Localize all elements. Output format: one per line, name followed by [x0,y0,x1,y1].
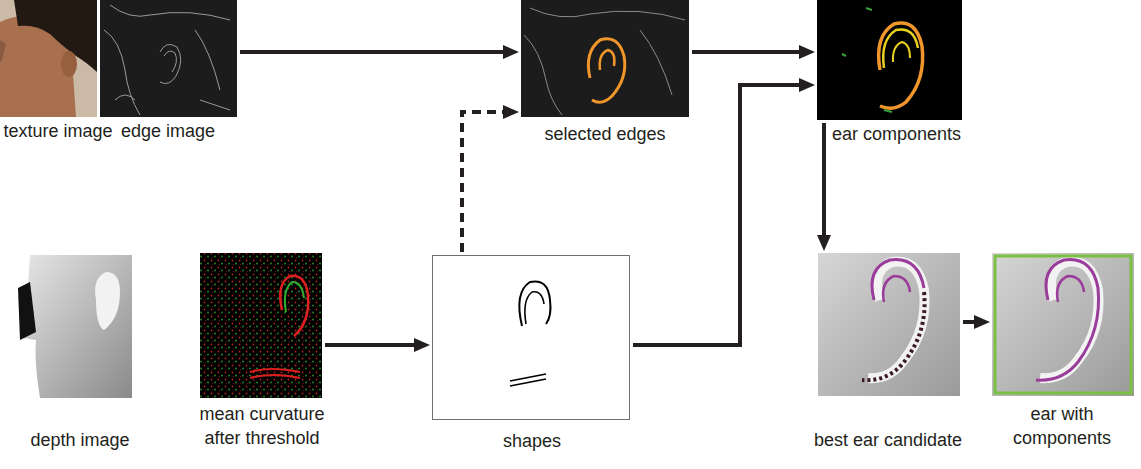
flow-arrow [462,105,519,252]
photo-ear [61,51,77,77]
curvature-ground [200,253,322,398]
arrow-head [817,235,831,251]
curvature-ear [285,282,304,312]
arrow-head [503,45,519,59]
result-ground [992,253,1134,396]
texture-photo [0,0,97,117]
panel-caption: depth image [30,428,129,452]
flow-arrow [240,45,519,59]
component-mark [842,8,892,112]
texture-panel: texture image [0,0,97,117]
ear-with-components-picture [992,253,1134,396]
candidate-ground [818,253,960,396]
edge-ground [100,0,237,117]
flow-arrow [325,338,430,352]
panel-caption: ear with components [994,402,1130,450]
shapes-picture [432,255,630,420]
component-curve [893,42,910,62]
flow-arrow [963,315,990,329]
component-curve [879,23,923,108]
curvature-picture [200,253,322,398]
depth-head [18,255,132,398]
edge-line [115,30,230,110]
curvature-ear [280,276,308,336]
arrow-head [799,78,815,92]
component-curve [883,29,918,68]
best-candidate-picture [818,253,960,396]
result-ear [1040,262,1099,379]
panel-caption: selected edges [544,122,665,146]
result-panel: ear with components [992,253,1134,396]
shape-curve [519,281,550,326]
depth-nose [18,282,36,340]
curvature-speckle [200,253,322,398]
flow-arrow [817,123,831,251]
photo-hair [14,0,97,72]
connector-line [822,123,826,237]
connector-line [462,112,505,252]
candidate-curve [872,260,924,300]
arrow-head [503,105,519,119]
depth-picture [18,255,132,398]
arrow-head [799,45,815,59]
flow-arrow [633,78,815,345]
edge-panel: edge image [100,0,237,117]
candidate-ear [868,262,925,379]
candidate-curve [883,276,910,302]
panel-caption: ear components [832,122,961,146]
edge-ear [164,51,176,72]
selected-panel: selected edges [521,0,689,117]
components-picture [817,0,962,120]
shapes-ground [432,255,630,420]
photo-nose [0,40,6,62]
components-panel: ear components [817,0,962,120]
edge-line [104,30,140,115]
connector-line [240,50,505,54]
curvature-line [250,369,300,378]
edge-ear [160,44,181,83]
selected-ground [521,0,689,117]
arrow-head [974,315,990,329]
edge-line [524,8,685,115]
candidate-panel: best ear candidate [818,253,960,396]
curvature-panel: mean curvature after threshold [200,253,322,398]
shapes-panel: shapes [432,255,630,420]
connector-line [692,50,801,54]
components-ground [817,0,962,120]
photo-wall [0,0,97,117]
connector-line [325,343,416,347]
shape-curve [525,292,544,324]
shape-curve [510,374,546,386]
depth-ear [95,272,120,330]
panel-caption: shapes [503,429,561,453]
panel-caption: mean curvature after threshold [188,402,336,450]
selected-ear [600,50,615,70]
result-curve [1036,260,1099,381]
candidate-dots [862,292,925,380]
arrow-head [414,338,430,352]
flow-arrow [692,45,815,59]
panel-caption: best ear candidate [814,428,962,452]
depth-panel: depth image [0,253,132,398]
selected-picture [521,0,689,117]
panel-caption: edge image [121,119,215,143]
bounding-box [995,256,1131,393]
panel-caption: texture image [3,119,112,143]
result-curve [1057,276,1084,302]
selected-ear [588,39,624,103]
edge-picture [100,0,237,117]
edge-line [110,5,230,20]
